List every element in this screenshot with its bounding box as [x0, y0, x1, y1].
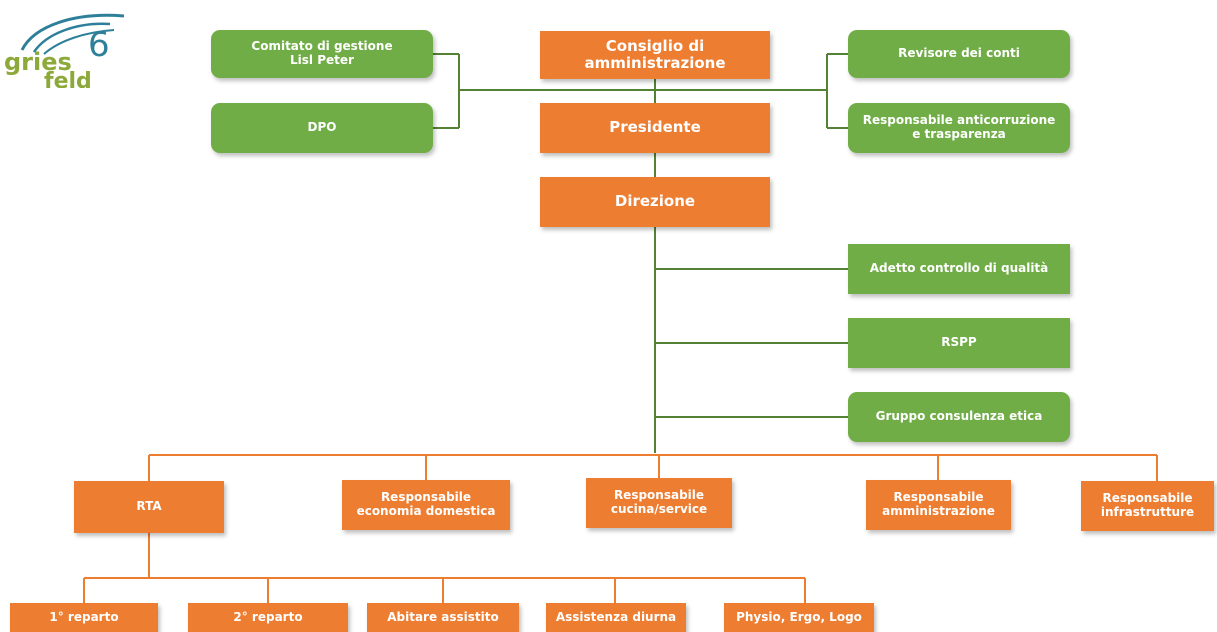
node-qualita: Adetto controllo di qualità [848, 244, 1070, 294]
node-presidente: Presidente [540, 103, 770, 153]
node-economia: Responsabile economia domestica [342, 480, 510, 530]
griesfeld-logo: 6 gries feld [4, 13, 125, 88]
node-physio: Physio, Ergo, Logo [724, 603, 874, 632]
node-rspp: RSPP [848, 318, 1070, 368]
node-rta: RTA [74, 481, 224, 533]
logo-swoosh-inner [32, 22, 111, 53]
logo-word-feld: feld [44, 69, 92, 88]
node-consiglio: Consiglio di amministrazione [540, 31, 770, 79]
node-etica: Gruppo consulenza etica [848, 392, 1070, 442]
node-revisore: Revisore dei conti [848, 30, 1070, 78]
logo-numeral: 6 [88, 25, 110, 65]
node-infrastrutture: Responsabile infrastrutture [1081, 481, 1214, 531]
node-amministrazione: Responsabile amministrazione [866, 480, 1011, 530]
logo-word-gries: gries [4, 48, 72, 76]
node-abitare: Abitare assistito [367, 603, 519, 632]
node-direzione: Direzione [540, 177, 770, 227]
logo-swoosh [20, 13, 125, 51]
node-cucina: Responsabile cucina/service [586, 478, 732, 528]
logo-swoosh-outer [43, 29, 115, 55]
node-comitato: Comitato di gestione Lisl Peter [211, 30, 433, 78]
node-anticorruzione: Responsabile anticorruzione e trasparenz… [848, 103, 1070, 153]
node-dpo: DPO [211, 103, 433, 153]
node-reparto1: 1° reparto [10, 603, 158, 632]
node-diurna: Assistenza diurna [546, 603, 686, 632]
node-reparto2: 2° reparto [188, 603, 348, 632]
